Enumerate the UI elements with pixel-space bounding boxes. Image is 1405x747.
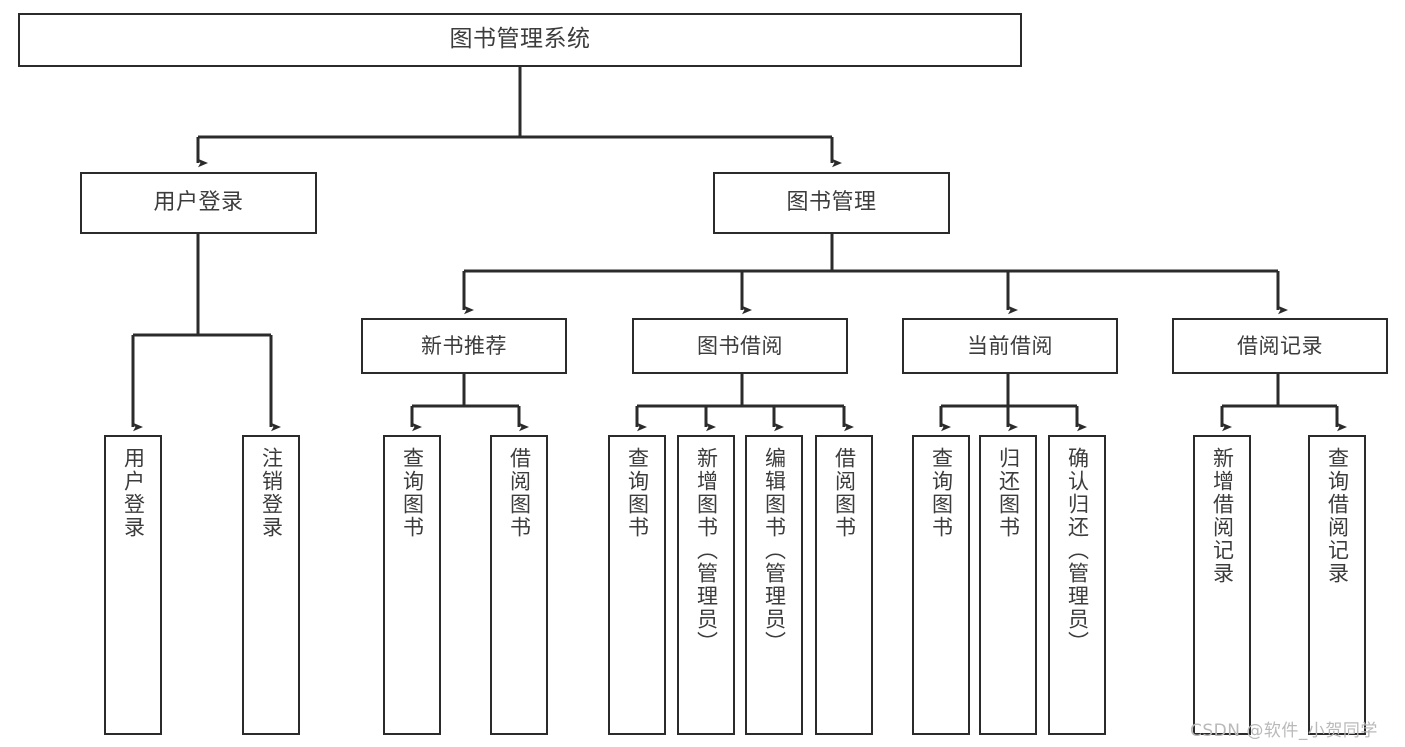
leaf-add-book-label: 新增图书（管理员）	[694, 447, 719, 654]
node-new-book-recommendation-label: 新书推荐	[421, 333, 507, 358]
leaf-return-book-label: 归还图书	[996, 447, 1021, 539]
node-book-management-label: 图书管理	[786, 190, 877, 216]
leaf-add-book[interactable]: 新增图书（管理员）	[677, 435, 735, 735]
leaf-query-record-label: 查询借阅记录	[1325, 447, 1350, 585]
node-new-book-recommendation[interactable]: 新书推荐	[361, 318, 567, 374]
leaf-edit-book[interactable]: 编辑图书（管理员）	[745, 435, 803, 735]
node-borrow-record-label: 借阅记录	[1237, 333, 1323, 358]
leaf-confirm-return[interactable]: 确认归还（管理员）	[1048, 435, 1106, 735]
leaf-edit-book-label: 编辑图书（管理员）	[762, 447, 787, 654]
leaf-user-login[interactable]: 用户登录	[104, 435, 162, 735]
leaf-query-book-2-label: 查询图书	[625, 447, 650, 539]
leaf-logout-label: 注销登录	[259, 447, 284, 539]
node-current-borrowing-label: 当前借阅	[967, 333, 1053, 358]
leaf-query-book-1-label: 查询图书	[400, 447, 425, 539]
node-user-login[interactable]: 用户登录	[80, 172, 317, 234]
leaf-borrow-book-1-label: 借阅图书	[507, 447, 532, 539]
leaf-add-record-label: 新增借阅记录	[1210, 447, 1235, 585]
node-book-management[interactable]: 图书管理	[713, 172, 950, 234]
leaf-borrow-book-1[interactable]: 借阅图书	[490, 435, 548, 735]
leaf-query-record[interactable]: 查询借阅记录	[1308, 435, 1366, 735]
leaf-borrow-book-2-label: 借阅图书	[832, 447, 857, 539]
leaf-logout[interactable]: 注销登录	[242, 435, 300, 735]
csdn-watermark: CSDN @软件_小贺同学	[1190, 721, 1378, 741]
leaf-borrow-book-2[interactable]: 借阅图书	[815, 435, 873, 735]
node-root[interactable]: 图书管理系统	[18, 13, 1022, 67]
node-current-borrowing[interactable]: 当前借阅	[902, 318, 1118, 374]
node-borrow-record[interactable]: 借阅记录	[1172, 318, 1388, 374]
leaf-return-book[interactable]: 归还图书	[979, 435, 1037, 735]
node-root-label: 图书管理系统	[449, 26, 591, 53]
leaf-query-book-3-label: 查询图书	[929, 447, 954, 539]
leaf-query-book-2[interactable]: 查询图书	[608, 435, 666, 735]
leaf-add-record[interactable]: 新增借阅记录	[1193, 435, 1251, 735]
leaf-query-book-1[interactable]: 查询图书	[383, 435, 441, 735]
node-user-login-label: 用户登录	[153, 190, 244, 216]
node-book-borrowing[interactable]: 图书借阅	[632, 318, 848, 374]
leaf-query-book-3[interactable]: 查询图书	[912, 435, 970, 735]
leaf-confirm-return-label: 确认归还（管理员）	[1065, 447, 1090, 654]
leaf-user-login-label: 用户登录	[121, 447, 146, 539]
node-book-borrowing-label: 图书借阅	[697, 333, 783, 358]
